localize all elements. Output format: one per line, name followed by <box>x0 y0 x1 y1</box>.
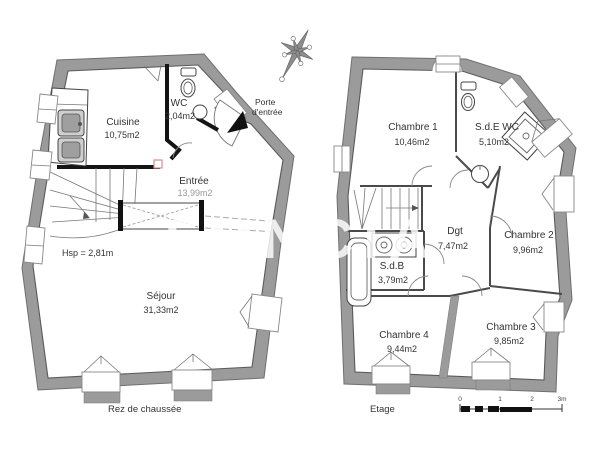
hatched-opening <box>118 200 282 233</box>
room-label-sde-wc: S.d.E WC <box>475 122 519 133</box>
kitchen-sink-icon <box>57 109 85 163</box>
scale-tick-0: 0 <box>458 396 462 403</box>
room-area-chambre1: 10,46m2 <box>394 137 429 147</box>
room-area-chambre4: 9,44m2 <box>387 344 417 354</box>
red-marker <box>153 159 163 169</box>
upper-floor-label: Etage <box>370 404 395 415</box>
room-area-chambre3: 9,85m2 <box>494 336 524 346</box>
room-area-sejour: 31,33m2 <box>143 305 178 315</box>
room-area-sde-wc: 5,10m2 <box>479 137 509 147</box>
room-label-sdb: S.d.B <box>380 261 405 272</box>
sink-icon-sde <box>471 165 489 183</box>
wc-wall <box>165 64 182 161</box>
scale-tick-3: 3m <box>557 396 566 403</box>
upper-floor-plan: Chambre 1 10,46m2 S.d.E WC 5,10m2 Dgt 7,… <box>333 55 577 395</box>
room-label-chambre1: Chambre 1 <box>388 122 438 133</box>
room-area-dgt: 7,47m2 <box>438 241 468 251</box>
room-area-wc: 2,04m2 <box>165 111 195 121</box>
kitchen-door-lines <box>143 64 162 82</box>
entrance-arrow-icon <box>227 111 248 133</box>
entrance-label-line2: d'entrée <box>252 107 283 117</box>
ground-floor-label: Rez de chaussée <box>108 404 181 415</box>
room-label-cuisine: Cuisine <box>106 117 140 128</box>
toilet-icon <box>180 67 197 98</box>
scale-tick-2: 2 <box>530 396 534 403</box>
room-label-entree: Entrée <box>179 176 209 187</box>
upper-windows <box>333 55 575 395</box>
room-label-wc: WC <box>171 98 188 109</box>
scale-bar: 0 1 2 3m <box>458 396 567 412</box>
bathtub-icon <box>346 237 372 307</box>
vestibule-wall <box>196 116 219 132</box>
room-label-dgt: Dgt <box>447 226 463 237</box>
ground-floor-plan: Porte d'entrée Cuisine 10,75m2 WC 2,04m2… <box>21 53 295 404</box>
room-area-sdb: 3,79m2 <box>378 275 408 285</box>
room-label-chambre3: Chambre 3 <box>486 322 536 333</box>
room-label-chambre2: Chambre 2 <box>504 230 554 241</box>
entrance-door-swing <box>213 99 247 147</box>
toilet-icon-upper <box>460 81 477 111</box>
compass-rose-icon <box>279 29 314 82</box>
room-label-sejour: Séjour <box>147 291 177 302</box>
wc-door-arc <box>172 142 193 159</box>
upper-interior-walls <box>346 70 563 379</box>
room-area-chambre2: 9,96m2 <box>513 245 543 255</box>
entrance-label-line1: Porte <box>255 97 276 107</box>
room-label-chambre4: Chambre 4 <box>379 330 429 341</box>
upper-floor-area <box>347 68 565 381</box>
room-area-cuisine: 10,75m2 <box>104 130 139 140</box>
kitchen-counter <box>47 87 89 167</box>
vanity-sinks-icon <box>371 232 417 258</box>
ground-windows <box>23 93 283 404</box>
ceiling-height-note: Hsp = 2,81m <box>62 248 113 258</box>
scale-tick-1: 1 <box>498 396 502 403</box>
room-area-entree: 13,99m2 <box>177 188 212 198</box>
stairs-upper <box>353 187 419 230</box>
watermark: FONCIA <box>165 207 440 270</box>
wc-basin-icon <box>192 104 208 120</box>
